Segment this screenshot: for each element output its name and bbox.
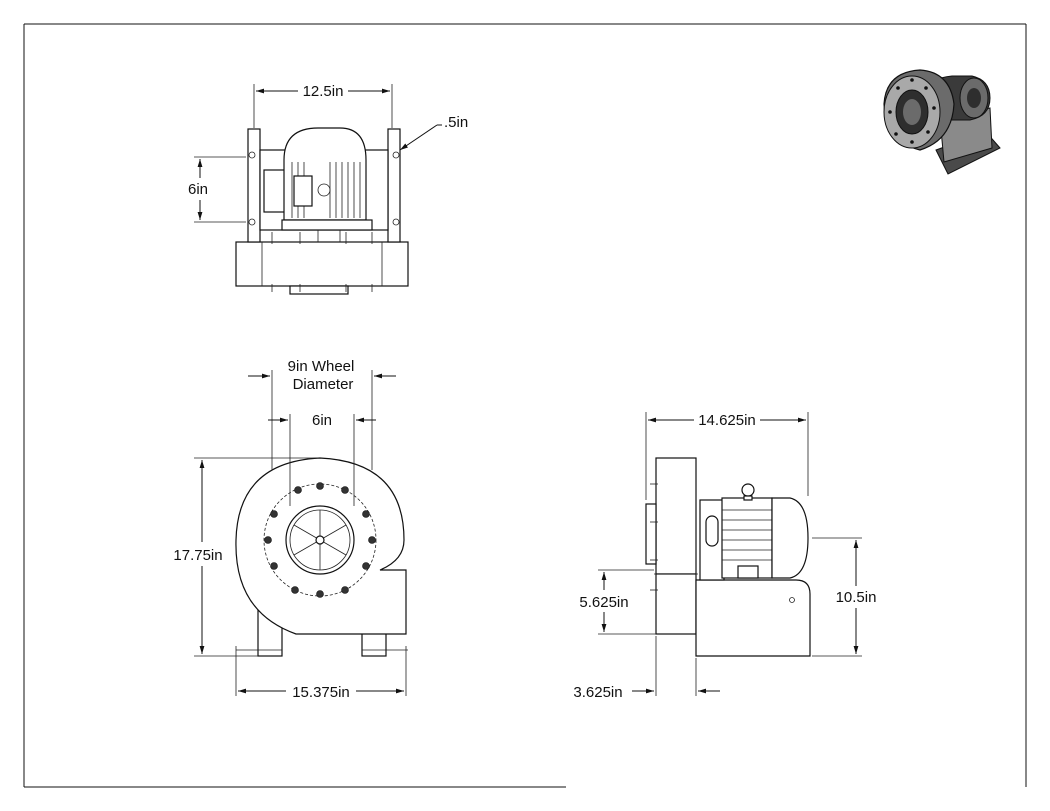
top-outlet-label: 6in [188, 181, 208, 198]
side-motor-height-dimension: 10.5in [812, 537, 877, 657]
top-outlet-dimension: 6in [188, 156, 246, 223]
side-depth-dimension: 14.625in [645, 412, 809, 500]
front-inlet-dimension: 6in [268, 412, 376, 506]
side-outlet-label: 5.625in [579, 594, 628, 611]
side-view [645, 457, 811, 657]
isometric-view [883, 69, 1001, 175]
top-width-label: 12.5in [303, 83, 344, 100]
top-flange-dimension: .5in [399, 114, 468, 151]
side-offset-label: 3.625in [573, 684, 622, 701]
top-view [235, 127, 409, 295]
wheel-diameter-label-line1: 9in Wheel [288, 358, 355, 375]
wheel-diameter-label-line2: Diameter [293, 376, 354, 393]
front-height-dimension: 17.75in [173, 457, 318, 657]
front-width-label: 15.375in [292, 684, 350, 701]
top-width-dimension: 12.5in [253, 83, 393, 128]
top-flange-label: .5in [444, 114, 468, 131]
front-view [235, 457, 408, 657]
inlet-diameter-label: 6in [312, 412, 332, 429]
front-wheel-diameter-dimension: 9in Wheel Diameter [248, 358, 396, 470]
side-outlet-dimension: 5.625in [579, 569, 656, 635]
side-depth-label: 14.625in [698, 412, 756, 429]
side-offset-dimension: 3.625in [573, 636, 720, 701]
front-height-label: 17.75in [173, 547, 222, 564]
front-width-dimension: 15.375in [235, 646, 407, 701]
sheet-border [23, 23, 1027, 788]
side-motor-height-label: 10.5in [836, 589, 877, 606]
